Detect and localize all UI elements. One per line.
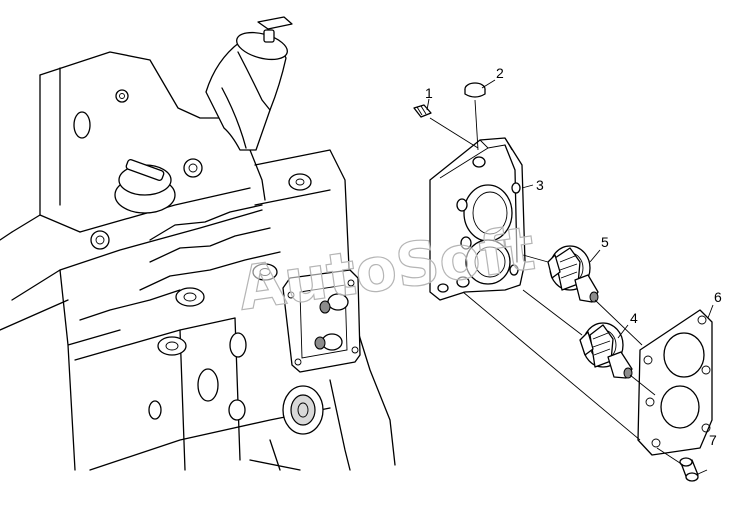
outlet-pipe [205,16,293,151]
callout-7: 7 [709,432,717,448]
assembly-lines [426,79,714,475]
gasket [637,309,713,456]
callout-2: 2 [496,65,504,81]
callout-5: 5 [601,234,609,250]
stud-bolt [413,104,432,118]
thermostat-upper [547,245,599,303]
bolt-icon [183,158,203,178]
callout-1: 1 [425,85,433,101]
bolt-icon [115,89,129,103]
watermark: AutoSoft [234,214,539,325]
engine-block [0,51,396,471]
plug [464,82,486,98]
dowel-sleeve [679,457,699,482]
thermostat-lower [579,322,633,379]
bolt-icon [90,230,110,250]
callout-3: 3 [536,177,544,193]
callout-6: 6 [714,289,722,305]
callout-4: 4 [630,310,638,326]
thermostat-housing [429,137,526,301]
